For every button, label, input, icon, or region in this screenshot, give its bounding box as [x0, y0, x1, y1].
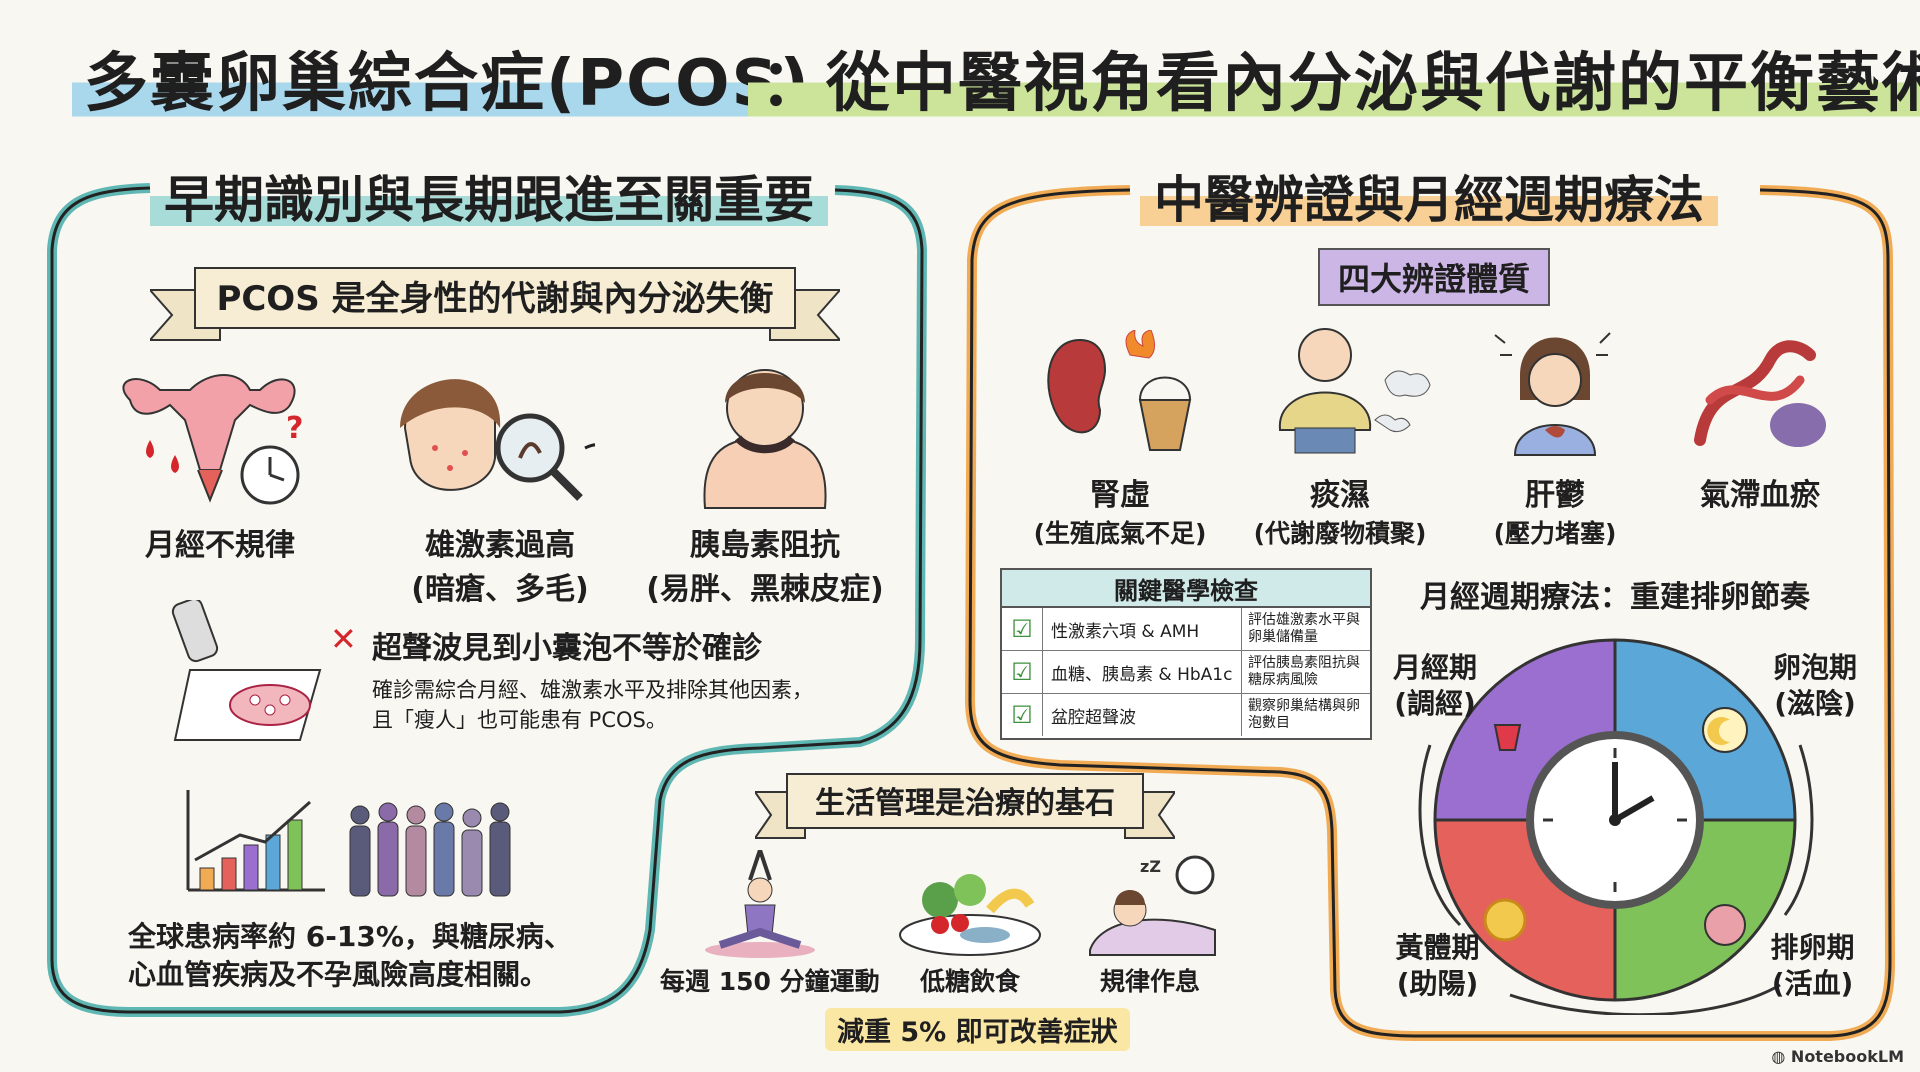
table-row: ☑ 盆腔超聲波 觀察卵巢結構與卵泡數目	[1002, 694, 1370, 736]
ultrasound-icon	[171, 600, 322, 741]
blood-stasis-icon	[1694, 340, 1826, 447]
symptom-caption-androgen: 雄激素過高 (暗瘡、多毛)	[385, 520, 615, 608]
checkbox-icon: ☑	[1002, 651, 1043, 693]
checkbox-icon: ☑	[1002, 694, 1043, 736]
phase-name: 排卵期	[1770, 931, 1855, 964]
constitution-caption-liver: 肝鬱 (壓力堵塞)	[1465, 470, 1645, 550]
phase-name: 黃體期	[1395, 931, 1480, 964]
lifestyle-ribbon: 生活管理是治療的基石	[755, 770, 1175, 842]
ultrasound-body: 確診需綜合月經、雄激素水平及排除其他因素， 且「瘦人」也可能患有 PCOS。	[372, 675, 813, 735]
constitution-label: 肝鬱	[1525, 478, 1585, 513]
constitution-label: 痰濕	[1310, 478, 1370, 513]
symptom-label: 月經不規律	[145, 528, 295, 563]
exam-desc: 評估雄激素水平與卵巢儲備量	[1248, 612, 1360, 645]
prevalence-line: 全球患病率約 6-13%，與糖尿病、	[128, 920, 572, 953]
cycle-heading: 月經週期療法：重建排卵節奏	[1420, 580, 1810, 615]
constitution-caption-qi: 氣滯血瘀	[1670, 470, 1850, 514]
ultrasound-body-line: 確診需綜合月經、雄激素水平及排除其他因素，	[372, 678, 813, 702]
notebooklm-watermark: ◍ NotebookLM	[1771, 1047, 1904, 1066]
lifestyle-item-diet: 低糖飲食	[919, 967, 1020, 996]
symptom-label: 雄激素過高	[425, 528, 575, 563]
phase-treatment: (調經)	[1394, 687, 1476, 720]
pcos-ribbon: PCOS 是全身性的代謝與內分泌失衡	[150, 262, 840, 344]
left-section-heading: 早期識別與長期跟進至關重要	[150, 160, 828, 232]
phase-ovulation: 排卵期 (活血)	[1755, 930, 1870, 1002]
constitution-caption-phlegm: 痰濕 (代謝廢物積聚)	[1240, 470, 1440, 550]
main-title: 多囊卵巢綜合症(PCOS) ：從中醫視角看內分泌與代謝的平衡藝術	[0, 22, 1920, 142]
prevalence-line: 心血管疾病及不孕風險高度相關。	[128, 958, 549, 991]
yoga-icon	[705, 850, 815, 958]
exam-item: 盆腔超聲波	[1043, 694, 1242, 736]
main-title-right: ：從中醫視角看內分泌與代謝的平衡藝術	[748, 32, 1920, 124]
overweight-person-icon	[703, 369, 827, 509]
prevalence-text: 全球患病率約 6-13%，與糖尿病、 心血管疾病及不孕風險高度相關。	[128, 918, 572, 994]
right-section-heading: 中醫辨證與月經週期療法	[1140, 160, 1718, 232]
sleep-icon: zZ	[1089, 855, 1216, 956]
phase-follicular: 卵泡期 (滋陰)	[1760, 650, 1870, 722]
phase-luteal: 黃體期 (助陽)	[1380, 930, 1495, 1002]
cycle-wheel	[1418, 638, 1814, 1015]
constitution-label: 腎虛	[1090, 478, 1150, 513]
acne-magnifier-icon	[400, 379, 595, 501]
exam-desc: 觀察卵巢結構與卵泡數目	[1248, 698, 1360, 731]
exam-item: 血糖、胰島素 & HbA1c	[1043, 651, 1242, 693]
x-mark-icon: ✕	[330, 620, 357, 658]
phase-treatment: (助陽)	[1396, 967, 1479, 1000]
main-title-left: 多囊卵巢綜合症(PCOS)	[72, 32, 823, 124]
ultrasound-heading: 超聲波見到小囊泡不等於確診	[372, 631, 762, 666]
ultrasound-body-line: 且「瘦人」也可能患有 PCOS。	[372, 708, 667, 732]
lifestyle-heading: 生活管理是治療的基石	[815, 786, 1115, 821]
constitution-sub: (壓力堵塞)	[1493, 519, 1617, 548]
stressed-person-icon	[1494, 332, 1611, 456]
population-icon	[349, 802, 511, 897]
table-row: ☑ 性激素六項 & AMH 評估雄激素水平與卵巢儲備量	[1002, 608, 1370, 651]
phase-treatment: (滋陰)	[1774, 687, 1856, 720]
uterus-clock-icon: ?	[122, 374, 303, 505]
phase-menstrual: 月經期 (調經)	[1380, 650, 1490, 722]
symptom-label: 胰島素阻抗	[690, 528, 840, 563]
constitution-sub: (代謝廢物積聚)	[1253, 519, 1427, 548]
symptom-sub: (暗瘡、多毛)	[411, 572, 589, 607]
exam-table: 關鍵醫學檢查 ☑ 性激素六項 & AMH 評估雄激素水平與卵巢儲備量 ☑ 血糖、…	[1000, 568, 1372, 740]
kidney-icon	[1047, 330, 1192, 451]
watermark-text: NotebookLM	[1790, 1047, 1904, 1066]
symptom-sub: (易胖、黑棘皮症)	[646, 572, 884, 607]
lifestyle-item-sleep: 規律作息	[1099, 967, 1200, 996]
weight-loss-note: 減重 5% 即可改善症狀	[825, 1008, 1130, 1051]
symptom-caption-insulin: 胰島素阻抗 (易胖、黑棘皮症)	[640, 520, 890, 608]
exam-table-title: 關鍵醫學檢查	[1002, 570, 1370, 608]
phase-treatment: (活血)	[1771, 967, 1854, 1000]
healthy-food-icon	[899, 874, 1041, 956]
notebooklm-logo-icon: ◍	[1771, 1047, 1786, 1066]
checkbox-icon: ☑	[1002, 608, 1043, 650]
rising-bar-chart-icon	[186, 790, 325, 892]
constitution-caption-kidney: 腎虛 (生殖底氣不足)	[1010, 470, 1230, 550]
exam-desc: 評估胰島素阻抗與糖尿病風險	[1248, 655, 1360, 688]
phase-name: 月經期	[1392, 651, 1477, 684]
lifestyle-item-exercise: 每週 150 分鐘運動	[660, 967, 880, 996]
constitution-heading: 四大辨證體質	[1318, 248, 1551, 306]
table-row: ☑ 血糖、胰島素 & HbA1c 評估胰島素阻抗與糖尿病風險	[1002, 651, 1370, 694]
svg-text:zZ: zZ	[1140, 857, 1161, 876]
exam-item: 性激素六項 & AMH	[1043, 608, 1242, 650]
constitution-sub: (生殖底氣不足)	[1033, 519, 1207, 548]
pcos-ribbon-text: PCOS 是全身性的代謝與內分泌失衡	[216, 278, 774, 319]
symptom-caption-irregular: 月經不規律	[120, 520, 320, 564]
phase-name: 卵泡期	[1772, 651, 1857, 684]
svg-text:?: ?	[286, 411, 303, 446]
phlegm-damp-person-icon	[1278, 328, 1431, 454]
constitution-label: 氣滯血瘀	[1700, 478, 1820, 513]
